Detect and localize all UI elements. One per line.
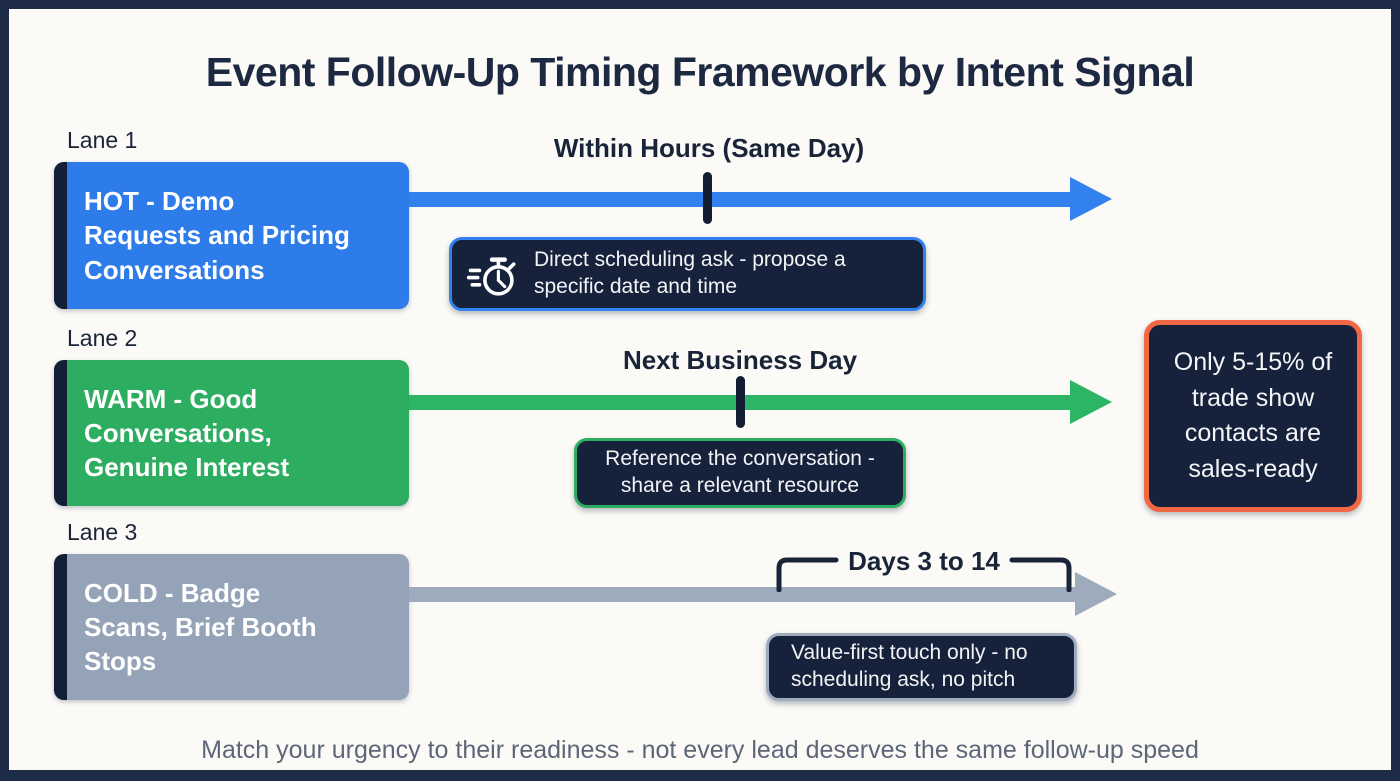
lane2-category-box: WARM - Good Conversations, Genuine Inter… (54, 360, 409, 506)
lane1-tick-mark (703, 172, 712, 224)
lane1-timeline-arrow (409, 192, 1070, 207)
lane3-arrowhead (1075, 572, 1117, 616)
stopwatch-icon (466, 257, 516, 296)
lane2-arrowhead (1070, 380, 1112, 424)
lane2-tick-mark (736, 376, 745, 428)
lane2-label: Lane 2 (67, 325, 138, 351)
lane1-edge-bar (54, 162, 67, 309)
range-bracket (776, 557, 1072, 592)
footer-tagline: Match your urgency to their readiness - … (201, 736, 1199, 764)
stat-box-text: Only 5-15% of trade show contacts are sa… (1173, 348, 1333, 483)
lane3-callout: Value-first touch only - no scheduling a… (766, 633, 1077, 701)
lane1-category-box: HOT - Demo Requests and Pricing Conversa… (54, 162, 409, 309)
lane1-category-text: HOT - Demo Requests and Pricing Conversa… (84, 186, 350, 285)
lane1-callout: Direct scheduling ask - propose a specif… (449, 237, 926, 311)
lane2-callout: Reference the conversation - share a rel… (574, 438, 906, 508)
lane2-callout-text: Reference the conversation - share a rel… (605, 447, 875, 497)
lane1-label: Lane 1 (67, 127, 138, 153)
lane3-category-text: COLD - Badge Scans, Brief Booth Stops (84, 577, 317, 677)
lane1-callout-text: Direct scheduling ask - propose a specif… (534, 248, 846, 298)
lane3-label: Lane 3 (67, 519, 138, 545)
lane3-timing-label: Days 3 to 14 (848, 546, 1000, 576)
lane1-timing-label: Within Hours (Same Day) (553, 133, 865, 163)
stat-box: Only 5-15% of trade show contacts are sa… (1144, 320, 1362, 512)
lane2-timing-label: Next Business Day (622, 345, 858, 375)
lane3-category-box: COLD - Badge Scans, Brief Booth Stops (54, 554, 409, 700)
page-title: Event Follow-Up Timing Framework by Inte… (205, 49, 1195, 95)
lane3-edge-bar (54, 554, 67, 700)
lane3-callout-text: Value-first touch only - no scheduling a… (791, 641, 1028, 691)
lane2-category-text: WARM - Good Conversations, Genuine Inter… (84, 383, 290, 483)
lane2-edge-bar (54, 360, 67, 506)
lane3-timeline-arrow (409, 587, 1075, 602)
lane1-arrowhead (1070, 177, 1112, 221)
